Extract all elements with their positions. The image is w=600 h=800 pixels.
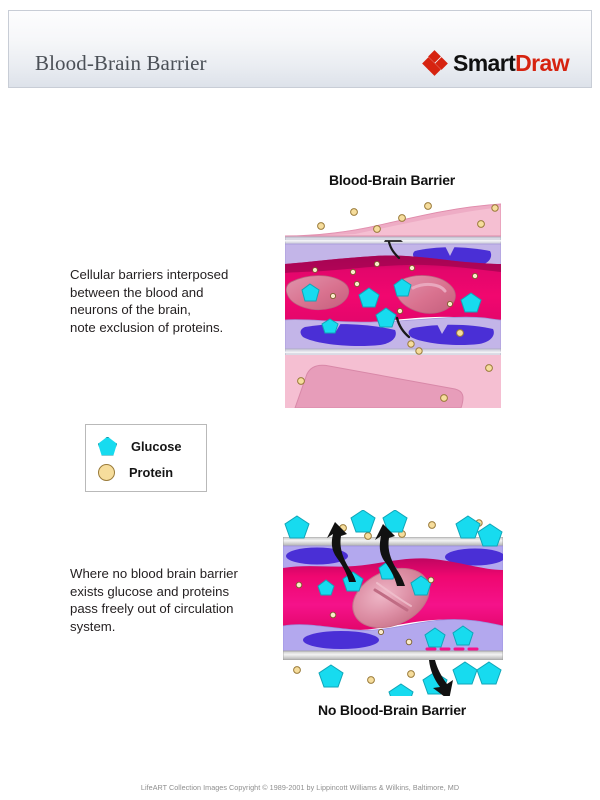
legend-item-glucose: Glucose xyxy=(98,433,206,459)
legend-item-protein: Protein xyxy=(98,459,206,485)
four-diamond-icon xyxy=(422,50,448,76)
blood-brain-barrier-illustration xyxy=(285,196,501,408)
footer-copyright: LifeART Collection Images Copyright © 19… xyxy=(140,783,460,792)
top-diagram-caption: Blood-Brain Barrier xyxy=(328,172,456,188)
legend-box: Glucose Protein xyxy=(85,424,207,492)
legend-label-protein: Protein xyxy=(129,464,174,480)
header-bar: Blood-Brain Barrier SmartDraw xyxy=(8,10,592,88)
logo-wordmark: SmartDraw xyxy=(452,49,570,76)
logo-text-smart: Smart xyxy=(452,49,516,76)
page-title: Blood-Brain Barrier xyxy=(35,51,207,75)
bottom-description-text: Where no blood brain barrier exists gluc… xyxy=(70,566,238,634)
top-description-text: Cellular barriers interposed between the… xyxy=(70,267,229,335)
bottom-diagram-caption: No Blood-Brain Barrier xyxy=(317,702,467,718)
no-blood-brain-barrier-illustration xyxy=(283,510,503,696)
smartdraw-logo[interactable]: SmartDraw xyxy=(422,49,570,76)
legend-label-glucose: Glucose xyxy=(131,438,182,454)
pentagon-icon xyxy=(98,436,117,456)
logo-text-draw: Draw xyxy=(515,49,569,76)
circle-icon xyxy=(98,463,115,481)
